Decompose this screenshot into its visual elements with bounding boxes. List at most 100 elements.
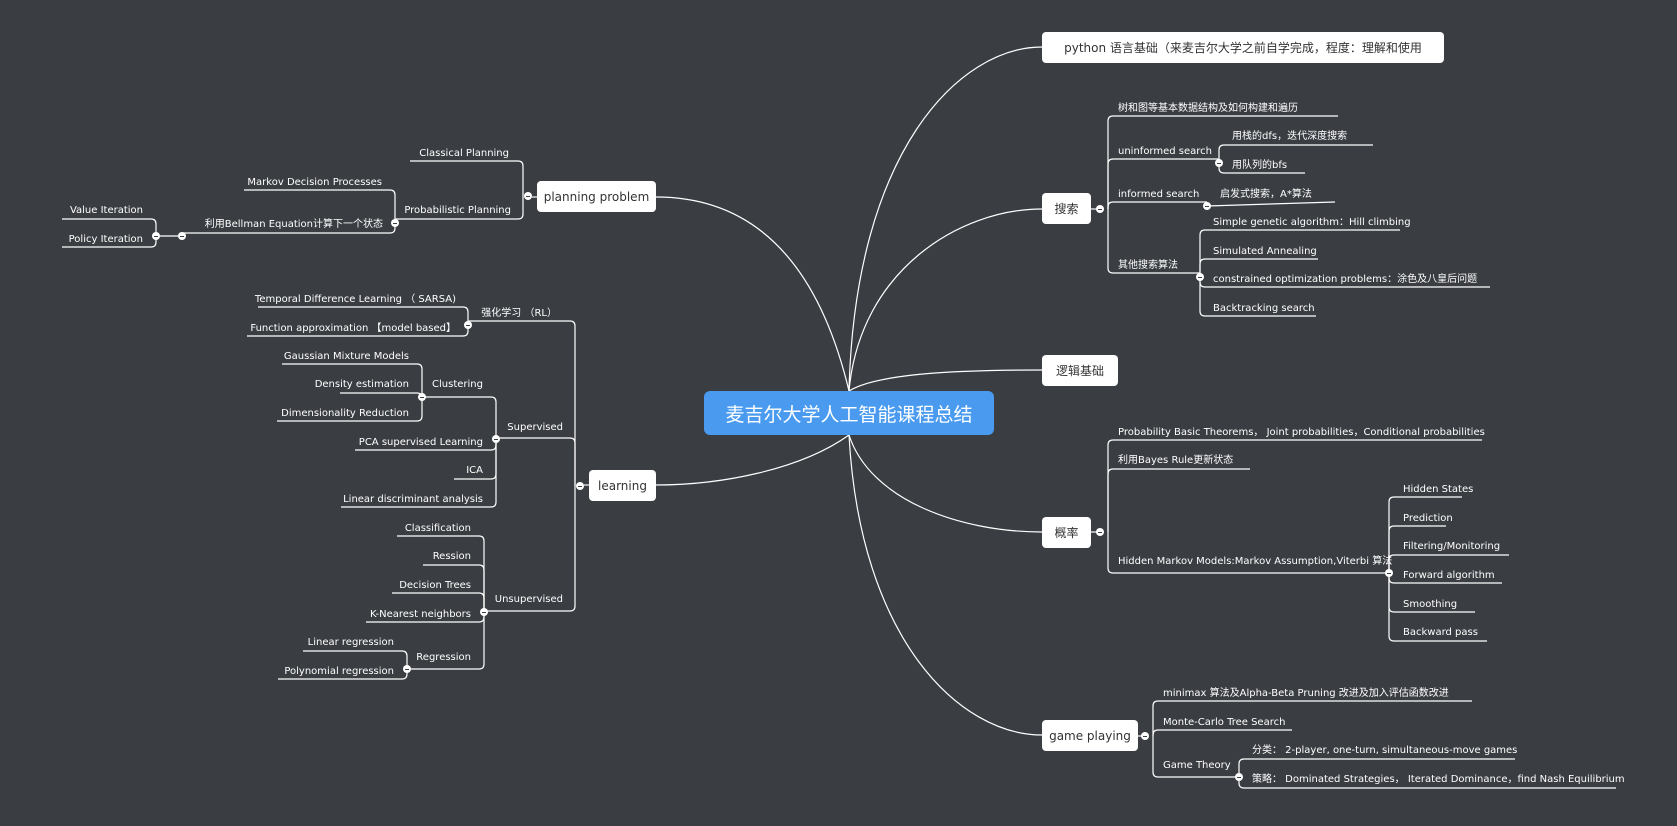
regression-1	[278, 669, 408, 680]
clustering-item-dimensionality[interactable]: Dimensionality Reduction	[281, 408, 409, 419]
hmm-label[interactable]: Hidden Markov Models:Markov Assumption,V…	[1118, 556, 1393, 567]
regression-label[interactable]: Regression	[416, 652, 471, 663]
uninformed-item-bfs[interactable]: 用队列的bfs	[1232, 160, 1288, 171]
game-playing-topic[interactable]: game playing	[1042, 720, 1138, 751]
clustering-item-density[interactable]: Density estimation	[314, 379, 409, 390]
learning-2	[484, 486, 576, 612]
other-item-genetic[interactable]: Simple genetic algorithm：Hill climbing	[1213, 217, 1411, 228]
probabilistic-planning-collapse-toggle[interactable]	[391, 219, 399, 227]
hmm-item-backward[interactable]: Backward pass	[1403, 627, 1478, 638]
learning-topic[interactable]: learning	[589, 470, 656, 501]
unsupervised-label[interactable]: Unsupervised	[494, 594, 563, 605]
search-1	[1107, 158, 1219, 209]
clustering-2	[277, 397, 423, 422]
planning-probabilistic-label[interactable]: Probabilistic Planning	[404, 205, 511, 216]
unsupervised-item-classification[interactable]: Classification	[404, 523, 471, 534]
search-topic[interactable]: 搜索	[1042, 193, 1091, 224]
bellman-0	[62, 218, 157, 236]
clustering-1	[340, 392, 423, 399]
clustering-collapse-toggle[interactable]	[418, 393, 426, 401]
supervised-item-pca[interactable]: PCA supervised Learning	[358, 437, 483, 448]
prob-planning-1	[182, 223, 396, 234]
uninformed-search-label[interactable]: uninformed search	[1118, 146, 1213, 157]
probability-1	[1107, 468, 1250, 532]
regression-0	[303, 650, 408, 669]
game-minimax[interactable]: minimax 算法及Alpha-Beta Pruning 改进及加入评估函数改…	[1163, 688, 1449, 699]
informed-item-astar[interactable]: 启发式搜索，A*算法	[1220, 189, 1312, 200]
supervised-item-lda[interactable]: Linear discriminant analysis	[343, 494, 483, 505]
rl-item-function-approx[interactable]: Function approximation 【model based】	[250, 323, 456, 334]
regression-item-polynomial[interactable]: Polynomial regression	[284, 666, 394, 677]
probability-collapse-toggle[interactable]	[1096, 528, 1104, 536]
other-search-collapse-toggle[interactable]	[1196, 273, 1204, 281]
probability-bayes[interactable]: 利用Bayes Rule更新状态	[1118, 455, 1234, 466]
informed-collapse-toggle[interactable]	[1203, 202, 1211, 210]
bellman-value-iteration[interactable]: Value Iteration	[69, 205, 143, 216]
game-theory-label[interactable]: Game Theory	[1163, 760, 1231, 771]
informed-search-label[interactable]: informed search	[1118, 189, 1200, 200]
supervised-collapse-toggle[interactable]	[492, 435, 500, 443]
hmm-5	[1388, 573, 1487, 642]
game-2	[1152, 736, 1239, 778]
rl-item-td[interactable]: Temporal Difference Learning （ SARSA)	[254, 294, 456, 305]
unsupervised-item-decision-trees[interactable]: Decision Trees	[399, 580, 471, 591]
python-topic[interactable]: python 语言基础（来麦吉尔大学之前自学完成，程度：理解和使用	[1042, 32, 1444, 63]
supervised-label[interactable]: Supervised	[507, 422, 563, 433]
game-theory-classification[interactable]: 分类： 2-player, one-turn, simultaneous-mov…	[1252, 745, 1518, 756]
probability-basics[interactable]: Probability Basic Theorems， Joint probab…	[1118, 427, 1485, 438]
logic-topic[interactable]: 逻辑基础	[1042, 355, 1118, 386]
other-search-label[interactable]: 其他搜索算法	[1118, 260, 1178, 271]
search-data-structures[interactable]: 树和图等基本数据结构及如何构建和遍历	[1118, 103, 1298, 114]
hmm-item-prediction[interactable]: Prediction	[1403, 513, 1453, 524]
clustering-label[interactable]: Clustering	[432, 379, 483, 390]
rl-collapse-toggle[interactable]	[464, 321, 472, 329]
regression-item-linear[interactable]: Linear regression	[307, 637, 394, 648]
hmm-collapse-toggle[interactable]	[1385, 569, 1393, 577]
game-1	[1152, 729, 1292, 736]
regression-collapse-toggle[interactable]	[403, 665, 411, 673]
uninformed-1	[1218, 163, 1305, 174]
root-to-logic	[848, 369, 1043, 392]
uninformed-collapse-toggle[interactable]	[1215, 159, 1223, 167]
bellman-items-collapse-toggle[interactable]	[152, 232, 160, 240]
hmm-item-filtering[interactable]: Filtering/Monitoring	[1403, 541, 1501, 552]
probability-topic[interactable]: 概率	[1042, 517, 1091, 548]
prob-planning-0	[244, 189, 396, 223]
rl-label[interactable]: 强化学习 （RL）	[481, 308, 557, 319]
unsupervised-item-knn[interactable]: K-Nearest neighbors	[370, 609, 471, 620]
planning-1	[395, 197, 524, 220]
hmm-item-smoothing[interactable]: Smoothing	[1403, 599, 1458, 610]
bellman-collapse-toggle[interactable]	[178, 232, 186, 240]
hmm-item-hidden-states[interactable]: Hidden States	[1403, 484, 1474, 495]
other-0	[1199, 229, 1400, 277]
game-mcts[interactable]: Monte-Carlo Tree Search	[1163, 717, 1286, 728]
supervised-item-ica[interactable]: ICA	[466, 465, 483, 476]
bellman-policy-iteration[interactable]: Policy Iteration	[68, 234, 143, 245]
unsupervised-item-ression[interactable]: Ression	[432, 551, 471, 562]
planning-problem-topic[interactable]: planning problem	[537, 181, 656, 212]
bellman-label[interactable]: 利用Bellman Equation计算下一个状态	[204, 219, 383, 230]
learning-collapse-toggle[interactable]	[576, 482, 584, 490]
other-item-annealing[interactable]: Simulated Annealing	[1213, 246, 1317, 257]
other-item-backtracking[interactable]: Backtracking search	[1213, 303, 1315, 314]
root-topic[interactable]: 麦吉尔大学人工智能课程总结	[704, 391, 994, 435]
game-theory-strategy[interactable]: 策略： Dominated Strategies， Iterated Domin…	[1252, 774, 1625, 785]
planning-collapse-toggle[interactable]	[524, 192, 532, 200]
planning-0	[410, 160, 524, 197]
other-item-constrained[interactable]: constrained optimization problems：涂色及八皇后…	[1213, 274, 1478, 285]
root-to-planning	[655, 196, 850, 392]
root-to-python	[848, 46, 1043, 392]
other-3	[1199, 277, 1316, 317]
unsupervised-collapse-toggle[interactable]	[480, 608, 488, 616]
clustering-item-gmm[interactable]: Gaussian Mixture Models	[283, 351, 409, 362]
planning-mdp[interactable]: Markov Decision Processes	[247, 177, 382, 188]
planning-classical[interactable]: Classical Planning	[419, 148, 509, 159]
uninformed-item-dfs[interactable]: 用栈的dfs，迭代深度搜索	[1232, 131, 1348, 142]
hmm-item-forward[interactable]: Forward algorithm	[1403, 570, 1495, 581]
game-theory-collapse-toggle[interactable]	[1235, 773, 1243, 781]
root-to-probability	[848, 434, 1043, 533]
search-collapse-toggle[interactable]	[1096, 205, 1104, 213]
hmm-0	[1388, 496, 1462, 573]
game-collapse-toggle[interactable]	[1141, 732, 1149, 740]
